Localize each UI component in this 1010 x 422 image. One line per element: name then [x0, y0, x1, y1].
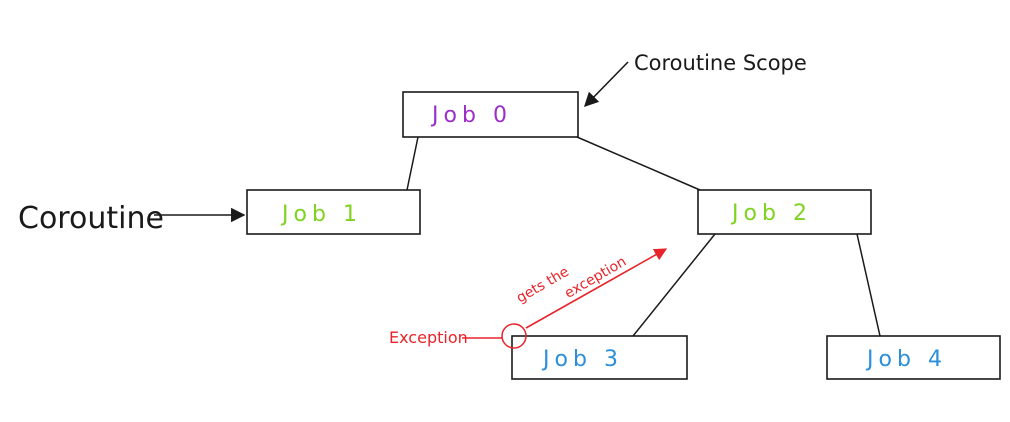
- job-node-1: Job 1: [246, 189, 421, 235]
- job-node-4: Job 4: [826, 335, 1001, 380]
- scope-arrow: [583, 61, 629, 108]
- edge-job2-job4: [856, 233, 881, 337]
- job-node-3-box: [511, 335, 688, 380]
- propagation-note-line1: gets the: [514, 264, 572, 307]
- job-node-0-box: [402, 91, 579, 138]
- scope-annotation-label: Coroutine Scope: [634, 51, 807, 75]
- coroutine-annotation-label: Coroutine: [18, 201, 164, 236]
- job-node-0: Job 0: [402, 91, 579, 138]
- job-node-2: Job 2: [697, 189, 872, 235]
- job-node-0-label: Job 0: [430, 103, 512, 128]
- job-node-2-box: [697, 189, 872, 235]
- job-node-4-box: [826, 335, 1001, 380]
- job-node-1-box: [246, 189, 421, 235]
- job-node-2-label: Job 2: [730, 201, 812, 226]
- job-node-3-label: Job 3: [541, 347, 623, 372]
- exception-annotation-label: Exception: [389, 328, 468, 347]
- edge-job0-job1: [406, 136, 419, 191]
- job-node-4-label: Job 4: [865, 347, 947, 372]
- job-node-3: Job 3: [511, 335, 688, 380]
- job-node-1-label: Job 1: [280, 202, 362, 227]
- exception-origin-circle: [501, 323, 527, 349]
- edge-job2-job3: [632, 233, 716, 337]
- exception-propagation-arrow: [525, 248, 668, 329]
- propagation-note-line2: exception: [562, 254, 629, 302]
- edge-job0-job2: [576, 136, 701, 191]
